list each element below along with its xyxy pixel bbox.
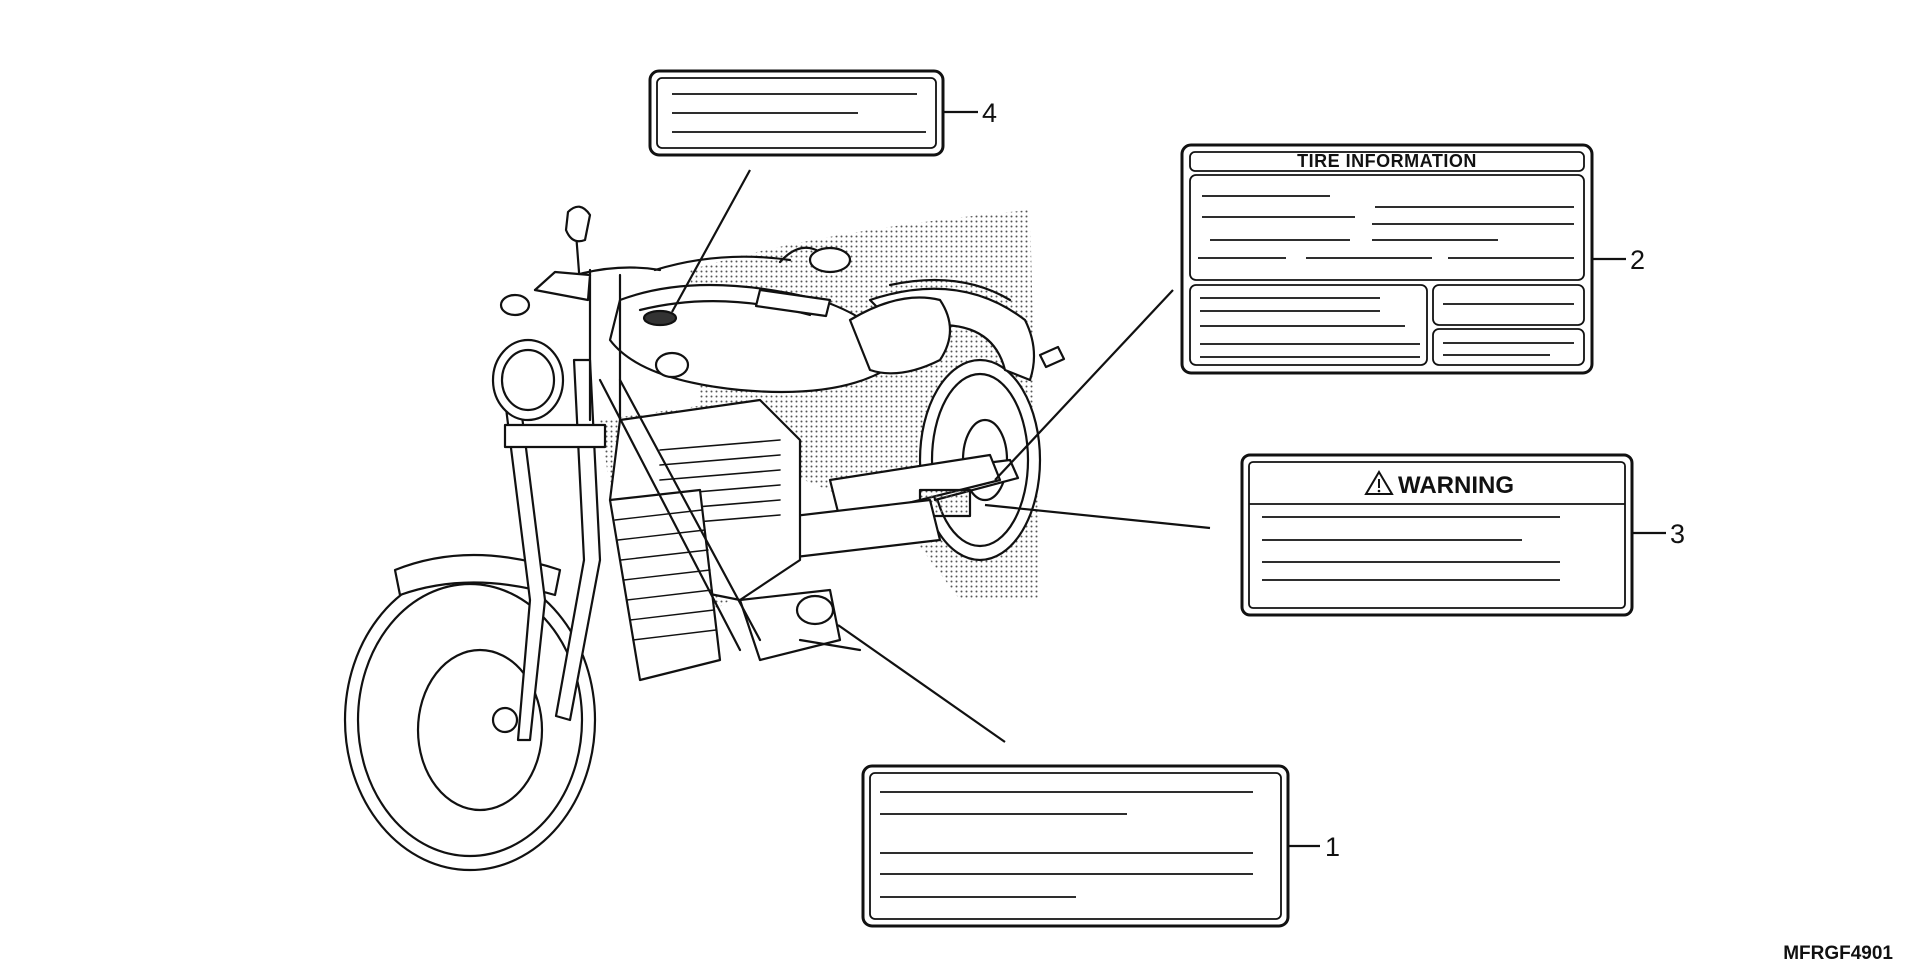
tire-information-header: TIRE INFORMATION <box>1297 151 1477 171</box>
label-2-tire-information: TIRE INFORMATION 2 <box>1180 143 1645 375</box>
label-3-warning: WARNING 3 <box>1240 453 1685 617</box>
motorcycle-icon <box>343 205 1066 872</box>
leader-lines <box>671 169 1211 743</box>
warning-header: WARNING <box>1398 472 1514 499</box>
callout-3: 3 <box>1670 519 1685 549</box>
diagram-code: MFRGF4901 <box>1783 943 1893 960</box>
warning-triangle-icon <box>1364 470 1394 495</box>
callout-2: 2 <box>1630 245 1645 275</box>
label-4: 4 <box>648 69 997 157</box>
label-1: 1 <box>861 764 1340 928</box>
callout-4: 4 <box>982 98 997 128</box>
callout-1: 1 <box>1325 832 1340 862</box>
